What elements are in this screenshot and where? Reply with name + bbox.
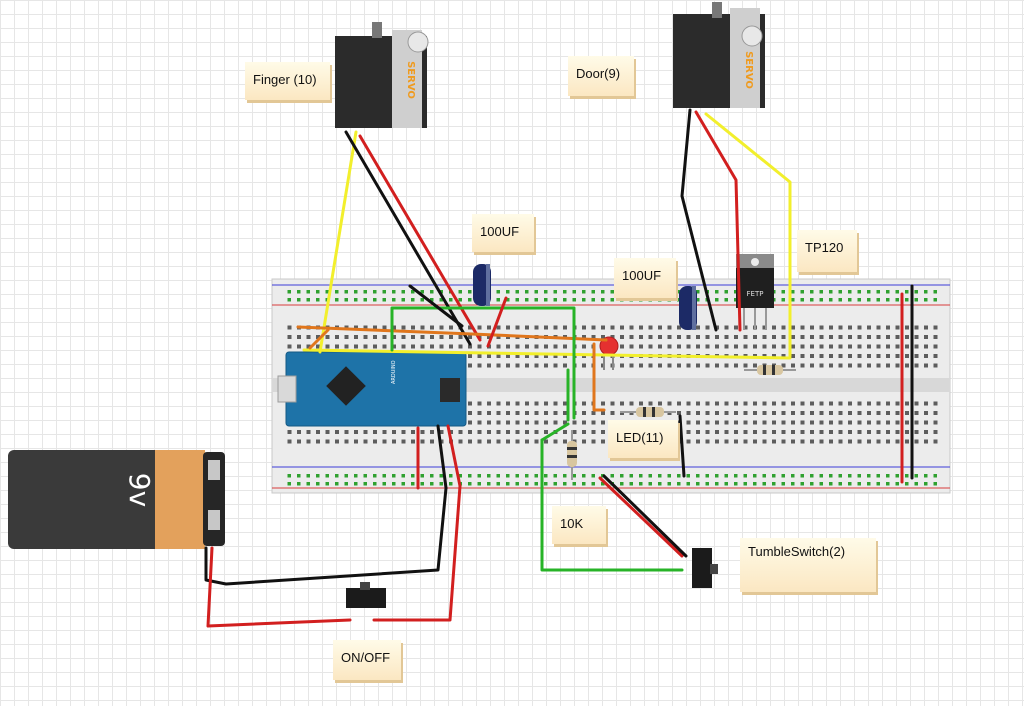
label-onoff-switch: ON/OFF <box>333 640 401 680</box>
servo-label: SERVO <box>405 61 416 99</box>
arduino-silk-text: ARDUINO <box>391 360 397 384</box>
resistor-led <box>620 407 676 417</box>
label-transistor: TP120 <box>797 230 857 272</box>
resistor-base <box>744 365 796 375</box>
servo-door: SERVO <box>673 2 765 108</box>
arduino-nano: ARDUINO <box>277 351 467 427</box>
resistor-10k <box>567 430 577 480</box>
transistor-tip120: FETP <box>736 254 774 330</box>
onoff-switch <box>346 582 386 608</box>
label-door: Door(9) <box>568 56 634 96</box>
capacitor-1 <box>473 264 491 306</box>
tumble-switch <box>692 548 718 588</box>
label-tumble-switch: TumbleSwitch(2) <box>740 538 876 592</box>
label-capacitor-2: 100UF <box>614 258 676 298</box>
label-finger: Finger (10) <box>245 62 330 100</box>
transistor-label: FETP <box>747 290 764 298</box>
wires <box>204 108 914 628</box>
label-resistor: 10K <box>552 506 606 544</box>
label-capacitor-1: 100UF <box>472 214 534 252</box>
capacitor-2 <box>679 286 697 330</box>
servo-finger: SERVO <box>335 22 429 128</box>
battery-9v: 9v <box>8 450 225 549</box>
label-led: LED(11) <box>608 420 678 458</box>
servo-label: SERVO <box>743 51 754 89</box>
battery-label: 9v <box>123 473 156 507</box>
